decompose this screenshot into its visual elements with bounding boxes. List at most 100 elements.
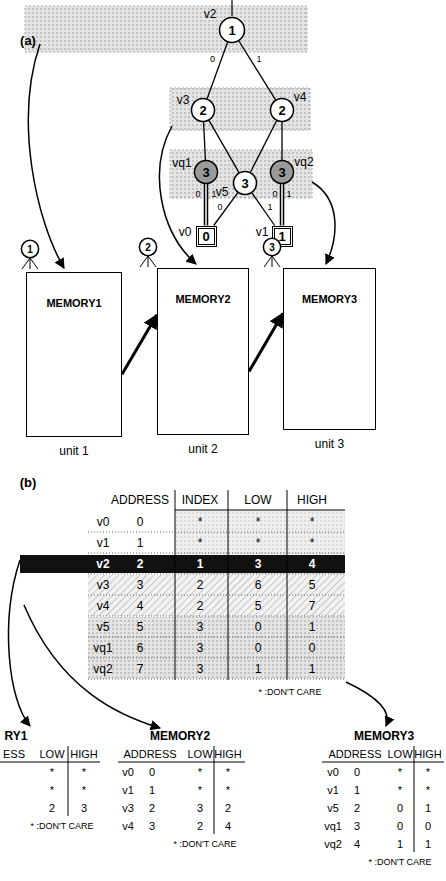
antenna-leg bbox=[272, 256, 280, 267]
table-rule bbox=[0, 762, 100, 763]
branch-line bbox=[204, 122, 206, 160]
unit-caption: unit 1 bbox=[59, 444, 88, 458]
processing-unit: MEMORY2unit 2 bbox=[157, 268, 249, 435]
node-number: 3 bbox=[278, 165, 285, 180]
row-separator bbox=[88, 658, 345, 659]
branch-line bbox=[252, 193, 275, 226]
table-cell: 2 bbox=[137, 558, 144, 570]
table-cell: HIGH bbox=[297, 494, 327, 506]
table-cell: 2 bbox=[149, 803, 155, 814]
table-cell: * bbox=[226, 767, 230, 778]
table-cell: v3 bbox=[97, 579, 110, 591]
node-number: 0 bbox=[202, 229, 209, 244]
double-branch-line bbox=[204, 184, 209, 226]
bdd-node: 3 bbox=[233, 171, 257, 195]
table-cell: 3 bbox=[81, 803, 87, 814]
level-band bbox=[170, 150, 312, 198]
table-cell: 0 bbox=[255, 642, 262, 654]
level-antenna: 1 bbox=[21, 240, 39, 258]
table-cell: 6 bbox=[255, 579, 262, 591]
row-separator bbox=[88, 574, 345, 575]
circle-outline bbox=[21, 240, 38, 257]
table-cell: 3 bbox=[255, 558, 262, 570]
row-separator bbox=[88, 637, 345, 638]
unit-caption: unit 3 bbox=[315, 437, 344, 451]
circle-outline bbox=[263, 238, 280, 255]
circle-outline bbox=[191, 98, 214, 121]
table-cell: 1 bbox=[149, 785, 155, 796]
mapping-arrow bbox=[312, 182, 335, 264]
table-rule bbox=[175, 490, 176, 680]
table-cell: ESS bbox=[3, 749, 25, 760]
node-number: 2 bbox=[199, 103, 206, 118]
table-cell: 2 bbox=[354, 803, 360, 814]
level-band bbox=[25, 6, 307, 52]
table-cell: 1 bbox=[309, 621, 316, 633]
node-number: 1 bbox=[228, 23, 235, 38]
table-cell: * bbox=[82, 767, 86, 778]
table-cell: vq2 bbox=[324, 839, 342, 850]
table-cell: 2 bbox=[197, 600, 204, 612]
table-cell: 7 bbox=[137, 663, 144, 675]
bdd-node: 2 bbox=[191, 98, 215, 122]
double-line-core bbox=[281, 184, 283, 226]
table-cell: * :DON'T CARE bbox=[368, 858, 431, 867]
table-cell: v5 bbox=[97, 621, 110, 633]
table-cell: ADDRESS bbox=[328, 749, 381, 760]
table-cell: v0 bbox=[97, 516, 110, 528]
node-name: v4 bbox=[294, 91, 307, 103]
table-cell: 1 bbox=[309, 663, 316, 675]
table-cell: MEMORY2 bbox=[150, 730, 210, 742]
transfer-arrow bbox=[249, 313, 283, 371]
row-separator bbox=[88, 616, 345, 617]
root-line bbox=[231, 0, 232, 16]
node-number: 3 bbox=[202, 165, 209, 180]
table-cell: LOW bbox=[387, 749, 412, 760]
node-name: v3 bbox=[177, 94, 190, 106]
table-cell: HIGH bbox=[414, 749, 442, 760]
antenna-leg bbox=[140, 256, 148, 267]
table-cell: LOW bbox=[39, 749, 64, 760]
table-cell: 4 bbox=[354, 839, 360, 850]
table-cell: * bbox=[256, 516, 261, 528]
table-cell: * :DON'T CARE bbox=[173, 840, 236, 849]
table-cell: v0 bbox=[327, 767, 339, 778]
processing-unit: MEMORY1unit 1 bbox=[26, 272, 122, 437]
branch-line bbox=[239, 41, 276, 100]
antenna-leg bbox=[272, 256, 273, 267]
table-cell: 2 bbox=[197, 821, 203, 832]
table-cell: 4 bbox=[137, 600, 144, 612]
table-cell: 5 bbox=[309, 579, 316, 591]
table-cell: v1 bbox=[327, 785, 339, 796]
memory-label: MEMORY2 bbox=[175, 293, 230, 305]
level-antenna: 3 bbox=[263, 238, 281, 256]
table-cell: 3 bbox=[354, 821, 360, 832]
mapping-arrow bbox=[160, 126, 196, 264]
table-cell: * bbox=[226, 785, 230, 796]
mapping-arrow bbox=[346, 682, 387, 726]
branch-value: 0 bbox=[217, 203, 222, 212]
table-cell: 1 bbox=[397, 839, 403, 850]
table-cell: 2 bbox=[225, 803, 231, 814]
table-rule bbox=[287, 490, 288, 680]
branch-line bbox=[281, 122, 282, 160]
branch-value: 0 bbox=[210, 55, 215, 64]
table-cell: v0 bbox=[122, 767, 134, 778]
circle-outline bbox=[270, 160, 293, 183]
table-cell: 6 bbox=[137, 642, 144, 654]
level-band bbox=[170, 88, 310, 130]
table-cell: * bbox=[398, 785, 402, 796]
shaded-bdd-node: 3 bbox=[270, 160, 294, 184]
table-cell: * bbox=[82, 785, 86, 796]
table-cell: 1 bbox=[354, 785, 360, 796]
mapping-arrow bbox=[24, 605, 160, 728]
table-cell: * :DON'T CARE bbox=[30, 822, 93, 831]
antenna-leg bbox=[264, 256, 272, 267]
table-cell: 1 bbox=[197, 558, 204, 570]
node-number: 2 bbox=[145, 242, 151, 253]
antenna-leg bbox=[148, 256, 156, 267]
branch-value: 1 bbox=[211, 190, 216, 199]
table-cell: v4 bbox=[122, 821, 134, 832]
table-cell: LOW bbox=[244, 494, 271, 506]
